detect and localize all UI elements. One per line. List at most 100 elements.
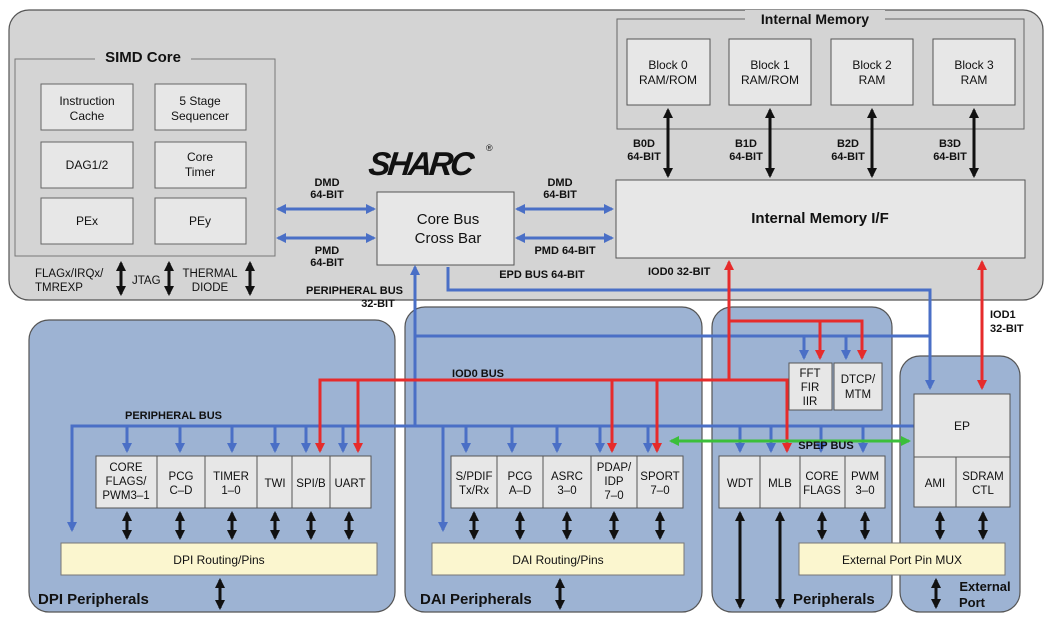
- svg-text:PEy: PEy: [189, 214, 211, 228]
- iod1-width: 32-BIT: [990, 323, 1024, 335]
- fft-box: FFT FIR IIR: [788, 362, 833, 411]
- svg-text:Timer: Timer: [185, 165, 215, 179]
- svg-text:TIMER: TIMER: [213, 471, 249, 483]
- dpi-uart-box: UART: [334, 478, 365, 490]
- port-title: Port: [959, 595, 986, 610]
- svg-text:S/PDIF: S/PDIF: [455, 471, 492, 483]
- pwm-box: PWM 3–0: [851, 471, 879, 497]
- diode-label: DIODE: [192, 282, 229, 294]
- svg-text:RAM: RAM: [961, 73, 988, 87]
- pmd-left-label: PMD: [315, 245, 340, 257]
- svg-text:1–0: 1–0: [221, 485, 240, 497]
- b1d-width: 64-BIT: [729, 151, 763, 163]
- svg-text:External Port Pin MUX: External Port Pin MUX: [842, 553, 962, 567]
- flag-label: FLAGx/IRQx/: [35, 268, 104, 280]
- block-1-box: Block 1 RAM/ROM: [728, 38, 812, 106]
- ami-box: AMI: [913, 456, 957, 508]
- svg-text:C–D: C–D: [169, 485, 192, 497]
- jtag-label: JTAG: [132, 275, 161, 287]
- b1d-label: B1D: [735, 138, 757, 150]
- svg-text:CORE: CORE: [109, 462, 143, 474]
- iod0-32-label: IOD0 32-BIT: [648, 266, 711, 278]
- block-2-box: Block 2 RAM: [830, 38, 914, 106]
- dag-box: DAG1/2: [40, 141, 134, 189]
- svg-text:DPI Routing/Pins: DPI Routing/Pins: [173, 553, 264, 567]
- dpi-title: DPI Peripherals: [38, 591, 149, 608]
- svg-text:UART: UART: [334, 478, 365, 490]
- svg-text:Block 1: Block 1: [750, 58, 790, 72]
- svg-text:SPORT: SPORT: [640, 471, 679, 483]
- dpi-pcg-box: PCG C–D: [169, 456, 206, 508]
- svg-text:DAI Routing/Pins: DAI Routing/Pins: [512, 553, 603, 567]
- iod0-bus-label: IOD0 BUS: [452, 368, 504, 380]
- svg-text:Tx/Rx: Tx/Rx: [459, 485, 489, 497]
- svg-text:Core Bus: Core Bus: [417, 211, 480, 228]
- b3d-width: 64-BIT: [933, 151, 967, 163]
- core-timer-box: Core Timer: [154, 141, 247, 189]
- dpi-twi-box: TWI: [264, 456, 293, 508]
- block-0-box: Block 0 RAM/ROM: [626, 38, 711, 106]
- svg-text:RAM: RAM: [859, 73, 886, 87]
- svg-text:FFT: FFT: [799, 368, 820, 380]
- dai-title: DAI Peripherals: [420, 591, 532, 608]
- svg-text:FLAGS: FLAGS: [803, 485, 841, 497]
- ext-mux-box: External Port Pin MUX: [798, 542, 1006, 576]
- peripheral-bus-width: 32-BIT: [361, 298, 395, 310]
- pex-box: PEx: [40, 197, 134, 245]
- mlb-box: MLB: [768, 456, 801, 508]
- pmd-right-label: PMD 64-BIT: [534, 245, 595, 257]
- svg-text:WDT: WDT: [727, 478, 753, 490]
- dai-sport-box: SPORT 7–0: [640, 471, 679, 497]
- svg-text:CORE: CORE: [805, 471, 839, 483]
- dpi-peripheral-bus-label: PERIPHERAL BUS: [125, 410, 222, 422]
- core-flags-box: CORE FLAGS: [803, 456, 846, 508]
- svg-text:PWM: PWM: [851, 471, 879, 483]
- dpi-routing-box: DPI Routing/Pins: [60, 542, 378, 576]
- svg-text:PCG: PCG: [169, 471, 194, 483]
- instruction-cache-box: Instruction Cache: [40, 83, 134, 131]
- svg-text:Core: Core: [187, 150, 213, 164]
- spep-bus-label: SPEP BUS: [798, 440, 853, 452]
- dai-black-arrows: [468, 510, 666, 611]
- svg-text:7–0: 7–0: [650, 485, 669, 497]
- svg-text:RAM/ROM: RAM/ROM: [741, 73, 799, 87]
- svg-text:IDP: IDP: [604, 476, 624, 488]
- svg-text:Internal Memory I/F: Internal Memory I/F: [751, 210, 889, 227]
- dmd-right-label: DMD: [547, 177, 572, 189]
- svg-text:AMI: AMI: [925, 478, 945, 490]
- dpi-timer-box: TIMER 1–0: [213, 456, 258, 508]
- svg-text:PDAP/: PDAP/: [597, 462, 632, 474]
- dai-spdif-box: S/PDIF Tx/Rx: [455, 456, 498, 508]
- external-title: External: [959, 579, 1010, 594]
- svg-text:SDRAM: SDRAM: [962, 471, 1004, 483]
- dpi-core-flags-box: CORE FLAGS/ PWM3–1: [102, 456, 158, 508]
- svg-text:PCG: PCG: [508, 471, 533, 483]
- svg-text:DAG1/2: DAG1/2: [66, 158, 109, 172]
- internal-memory-title: Internal Memory: [761, 11, 869, 27]
- tmrexp-label: TMREXP: [35, 282, 83, 294]
- svg-text:A–D: A–D: [509, 485, 531, 497]
- internal-memory-if-box: Internal Memory I/F: [615, 179, 1026, 259]
- iod1-label: IOD1: [990, 309, 1016, 321]
- b3d-label: B3D: [939, 138, 961, 150]
- svg-text:MTM: MTM: [845, 389, 871, 401]
- thermal-label: THERMAL: [183, 268, 239, 280]
- svg-text:Instruction: Instruction: [59, 94, 114, 108]
- b2d-label: B2D: [837, 138, 859, 150]
- peripheral-bus: [66, 264, 936, 533]
- svg-text:ASRC: ASRC: [551, 471, 583, 483]
- svg-text:Block 3: Block 3: [954, 58, 994, 72]
- svg-text:PWM3–1: PWM3–1: [102, 490, 149, 502]
- svg-text:Block 0: Block 0: [648, 58, 688, 72]
- svg-text:MLB: MLB: [768, 478, 792, 490]
- dmd-left-label: DMD: [314, 177, 339, 189]
- crossbar-box: Core Bus Cross Bar: [376, 191, 515, 266]
- svg-text:PEx: PEx: [76, 214, 98, 228]
- peripherals-title: Peripherals: [793, 591, 875, 608]
- b0d-width: 64-BIT: [627, 151, 661, 163]
- dai-pdap-box: PDAP/ IDP 7–0: [597, 456, 638, 508]
- svg-text:FLAGS/: FLAGS/: [106, 476, 148, 488]
- svg-text:Cache: Cache: [70, 109, 105, 123]
- dmd-left-width: 64-BIT: [310, 189, 344, 201]
